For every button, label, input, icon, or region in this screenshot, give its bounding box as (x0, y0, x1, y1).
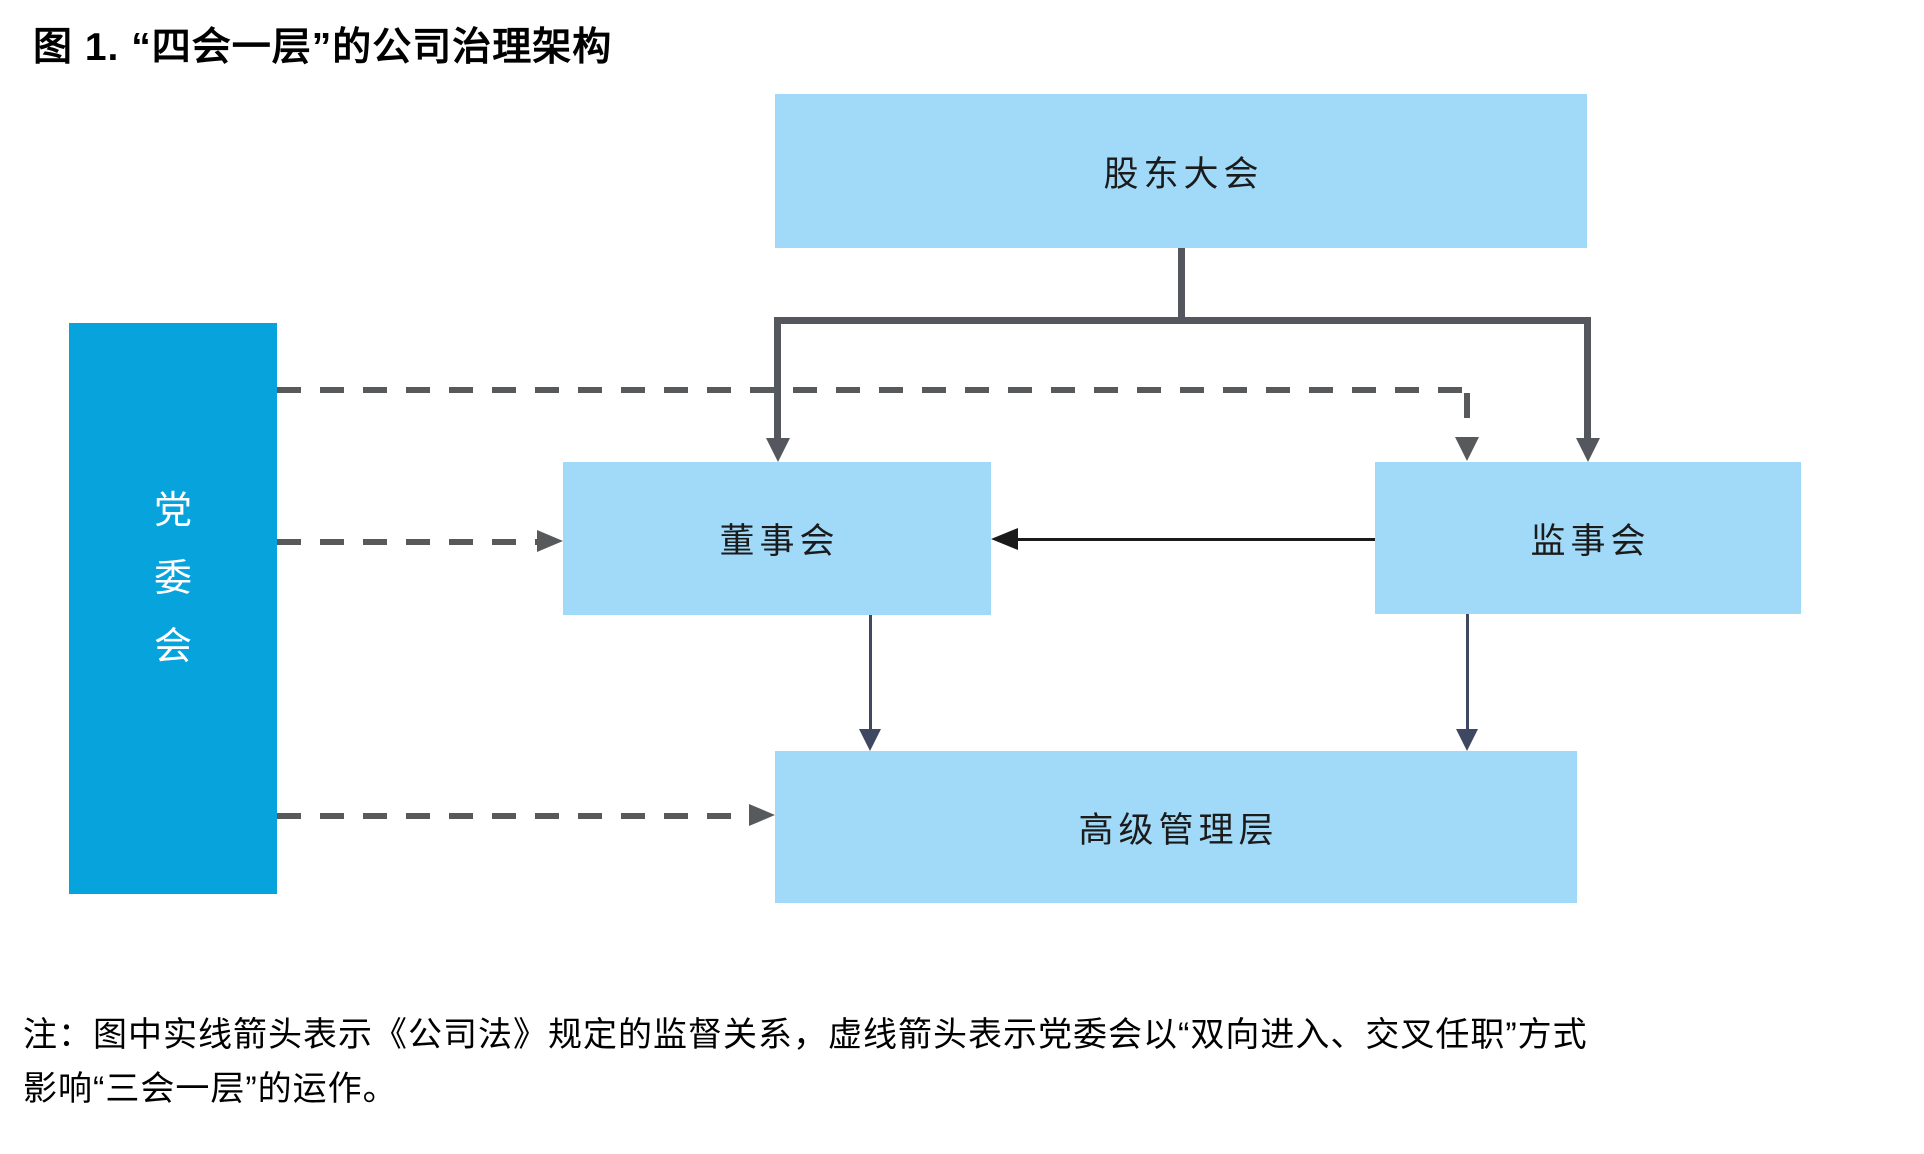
line-board-to-management (869, 615, 872, 730)
node-supervisory-board: 监事会 (1375, 462, 1801, 614)
node-party-committee: 党委会 (69, 323, 277, 894)
node-board-of-directors: 董事会 (563, 462, 991, 615)
node-senior-management: 高级管理层 (775, 751, 1577, 903)
connector-drop-to-supervisory (1584, 317, 1591, 438)
dashed-arrowhead-into-management-icon (749, 804, 775, 826)
connector-drop-to-board (774, 317, 781, 438)
figure-note-line2: 影响“三会一层”的运作。 (23, 1070, 398, 1108)
node-senior-management-label: 高级管理层 (1078, 810, 1279, 850)
supervision-arrowhead-icon (991, 528, 1018, 550)
figure-title: 图 1. “四会一层”的公司治理架构 (33, 26, 613, 69)
node-party-committee-label: 党委会 (153, 489, 192, 668)
figure-note: 注：图中实线箭头表示《公司法》规定的监督关系，虚线箭头表示党委会以“双向进入、交… (23, 1008, 1588, 1116)
dashed-arrowhead-into-board-icon (537, 530, 563, 552)
arrowhead-into-board-top-icon (766, 438, 790, 462)
dashed-line-party-to-management (277, 813, 749, 819)
dashed-arrowhead-into-supervisory-icon (1455, 437, 1479, 461)
figure-note-line1: 注：图中实线箭头表示《公司法》规定的监督关系，虚线箭头表示党委会以“双向进入、交… (23, 1016, 1588, 1054)
dashed-line-party-to-board (277, 539, 537, 545)
node-supervisory-board-label: 监事会 (1530, 521, 1651, 561)
dashed-line-party-to-supervisory-drop (1464, 393, 1470, 433)
arrowhead-supervisory-to-management-icon (1456, 729, 1478, 751)
connector-horizontal-bar (774, 317, 1591, 324)
arrowhead-board-to-management-icon (859, 729, 881, 751)
node-shareholders-meeting: 股东大会 (775, 94, 1587, 248)
dashed-line-party-to-supervisory (277, 387, 1467, 393)
supervision-line-supervisory-to-board (1016, 538, 1375, 541)
connector-shareholders-stem (1178, 248, 1185, 321)
node-board-of-directors-label: 董事会 (719, 522, 840, 561)
arrowhead-into-supervisory-top-icon (1576, 438, 1600, 462)
line-supervisory-to-management (1466, 614, 1469, 730)
node-shareholders-meeting-label: 股东大会 (1103, 154, 1264, 194)
